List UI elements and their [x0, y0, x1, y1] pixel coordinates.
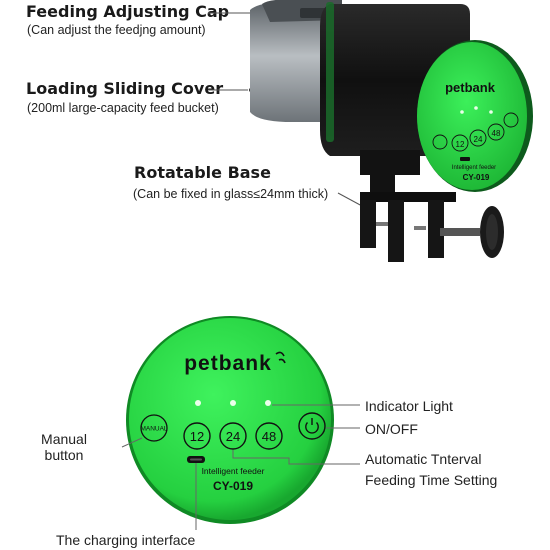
- interval-24-label: 24: [226, 429, 240, 444]
- model-caption: Intelligent feeder: [202, 466, 265, 476]
- interval-24-button[interactable]: 24: [219, 422, 247, 450]
- feeding-adjusting-cap-subtitle: (Can adjust the feedjng amount): [27, 23, 206, 37]
- loading-sliding-cover-title: Loading Sliding Cover: [26, 79, 224, 98]
- feeding-time-setting-label: Feeding Time Setting: [365, 472, 498, 488]
- side-brand-logo: petbank: [445, 80, 496, 95]
- svg-text:24: 24: [474, 135, 483, 144]
- manual-button-label: MANUAL: [140, 426, 167, 433]
- charging-interface-label: The charging interface: [56, 532, 196, 548]
- svg-text:CY-019: CY-019: [463, 173, 490, 182]
- interval-48-button[interactable]: 48: [255, 422, 283, 450]
- feeding-adjusting-cap-title: Feeding Adjusting Cap: [26, 2, 230, 21]
- power-button[interactable]: [298, 412, 326, 440]
- svg-text:Intelligent feeder: Intelligent feeder: [452, 165, 496, 171]
- automatic-interval-label: Automatic Tnterval: [365, 451, 482, 467]
- manual-button-callout-line2: button: [44, 447, 84, 463]
- rotatable-base-title: Rotatable Base: [134, 163, 271, 182]
- feeder-product-illustration: petbank 12 24 48 Intelligent feeder CY-0…: [208, 0, 533, 262]
- control-panel-side-view: [417, 42, 527, 190]
- loading-sliding-cover-subtitle: (200ml large-capacity feed bucket): [27, 101, 219, 115]
- control-panel-closeup: petbank MANUAL 12 24 48 Intelligent feed…: [121, 316, 360, 530]
- interval-12-button[interactable]: 12: [183, 422, 211, 450]
- on-off-label: ON/OFF: [365, 421, 418, 437]
- power-icon: [305, 422, 319, 434]
- manual-button-callout-line1: Manual: [41, 431, 87, 447]
- manual-button[interactable]: MANUAL: [140, 414, 168, 442]
- interval-12-label: 12: [190, 429, 204, 444]
- rotatable-base-subtitle: (Can be fixed in glass≤24mm thick): [133, 187, 329, 201]
- brand-logo: petbank: [184, 352, 272, 375]
- svg-text:48: 48: [492, 129, 501, 138]
- indicator-light-label: Indicator Light: [365, 398, 453, 414]
- svg-text:12: 12: [456, 140, 465, 149]
- indicator-light-48: [265, 400, 271, 406]
- control-panel-face: [129, 318, 331, 520]
- interval-48-label: 48: [262, 429, 276, 444]
- model-number: CY-019: [213, 479, 253, 493]
- paw-logo-icon: [275, 351, 286, 364]
- feed-bucket: [250, 2, 340, 122]
- indicator-light-24: [230, 400, 236, 406]
- indicator-light-12: [195, 400, 201, 406]
